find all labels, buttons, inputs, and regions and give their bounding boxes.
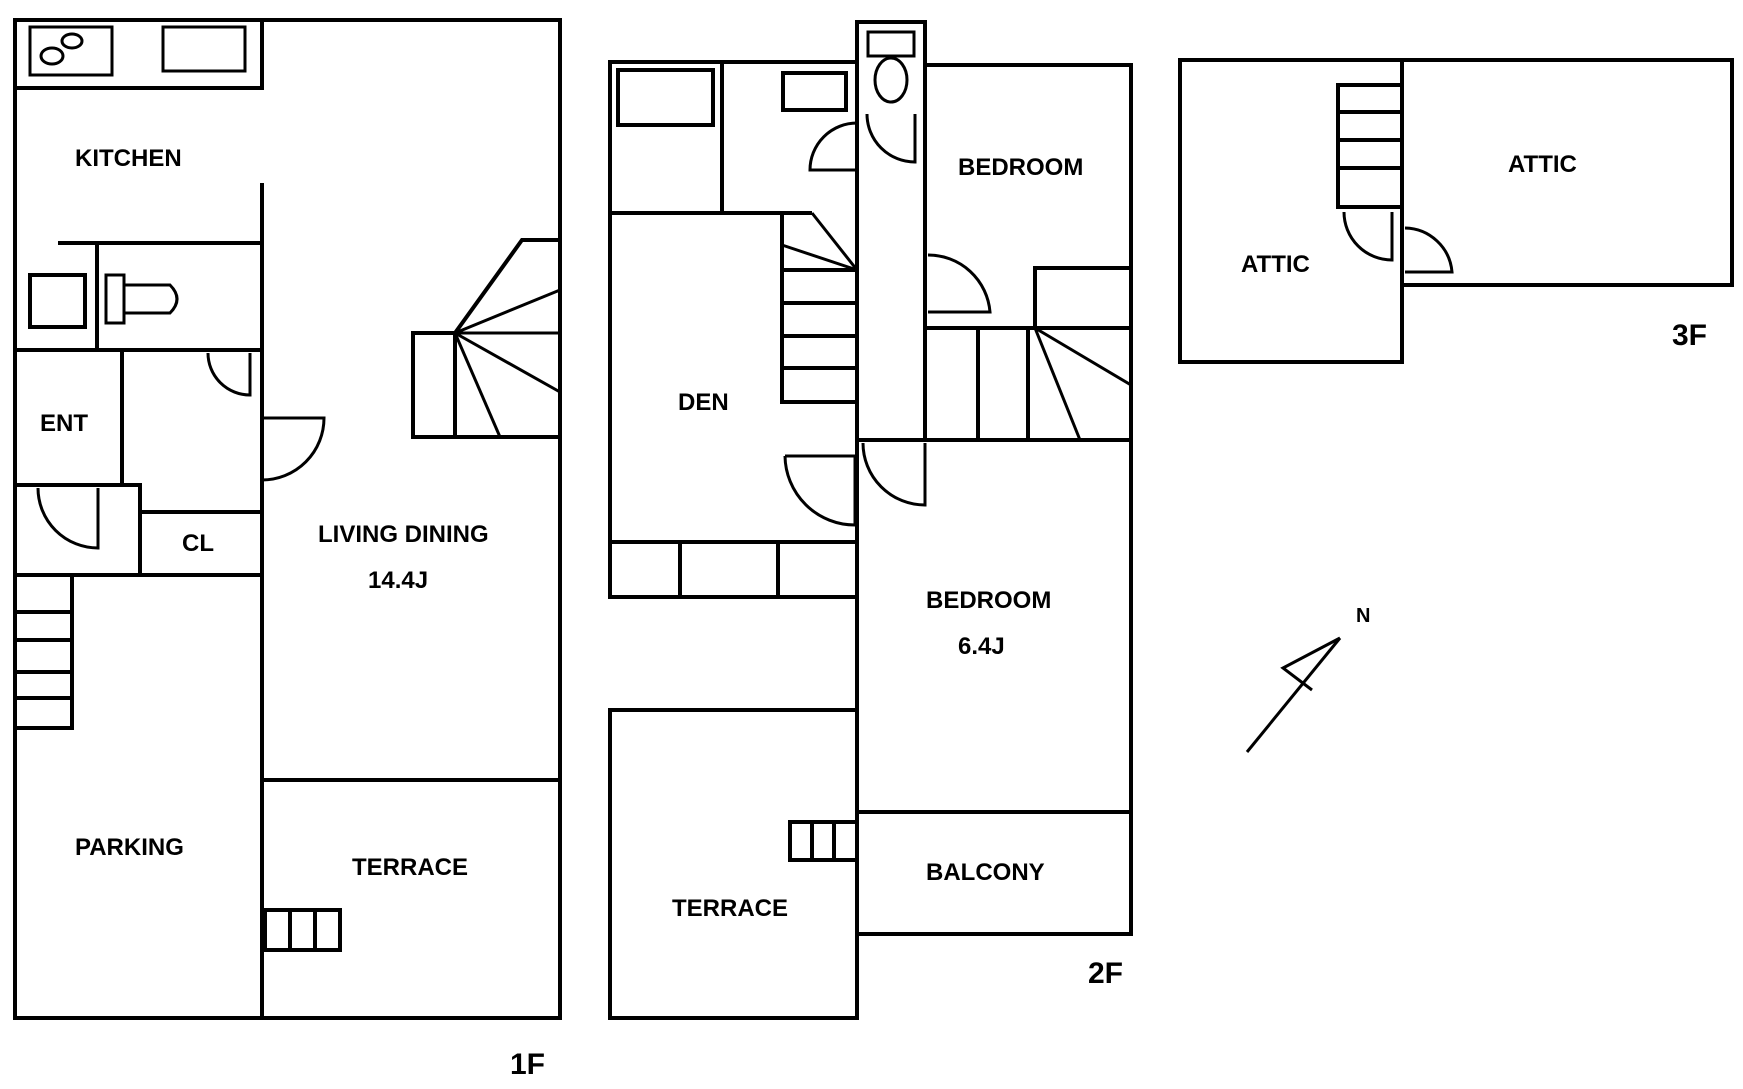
toilet-tank-icon [866,30,916,58]
washbasin-icon [781,71,848,112]
room-label-terrace-1f: TERRACE [352,854,468,881]
room-label-balcony: BALCONY [926,859,1045,886]
room-label-parking: PARKING [75,834,184,861]
washbasin-icon [28,273,87,329]
stove-icon [28,25,114,77]
stairs-icon [411,238,562,439]
bathtub-icon [616,68,715,127]
door-swing-icon [808,121,858,172]
closet [1033,266,1133,330]
door-swing-icon [927,253,992,314]
2f-toilet-corridor [855,20,927,442]
door-swing-icon [36,487,100,550]
floor-2f: BEDROOM DEN BEDROOM 6.4J BALCONY TERRACE… [608,20,1133,1020]
door-swing-icon [783,454,857,527]
north-arrow-icon: N [1245,605,1370,753]
stairs-icon [923,326,1133,442]
floor-1f: KITCHEN ENT CL LIVING DINING 14.4J PARKI… [13,18,562,1081]
door-swing-icon [261,416,326,482]
toilet-icon [124,283,179,315]
room-label-ent: ENT [40,410,88,437]
stairs-icon [13,573,74,730]
door-swing-icon [1342,211,1394,262]
room-size-living: 14.4J [368,567,428,594]
floor-label-3f: 3F [1672,319,1707,352]
stairs-icon [780,211,859,404]
toilet-icon [873,56,909,104]
door-swing-icon [1404,226,1454,274]
room-label-attic-right: ATTIC [1508,151,1577,178]
compass-label: N [1356,605,1370,627]
1f-outer-wall [13,18,562,1020]
floor-label-1f: 1F [510,1048,545,1081]
floor-3f: ATTIC ATTIC 3F [1178,58,1734,364]
room-label-den: DEN [678,389,729,416]
room-label-cl: CL [182,530,214,557]
room-size-bedroom-south: 6.4J [958,633,1005,660]
floor-label-2f: 2F [1088,957,1123,990]
2f-terrace-wall [608,708,859,1020]
2f-bedroom-south-wall [855,438,1133,814]
3f-attic-left-wall [1178,58,1404,364]
room-label-bedroom-north: BEDROOM [958,154,1083,181]
stairs-icon [263,908,342,952]
stairs-icon [788,820,859,862]
door-swing-icon [206,352,252,397]
toilet-tank-icon [104,273,126,325]
door-swing-icon [865,113,917,164]
door-swing-icon [861,442,927,507]
stairs-icon [1336,83,1404,209]
room-label-attic-left: ATTIC [1241,251,1310,278]
room-label-living-dining: LIVING DINING [318,521,489,548]
sink-icon [161,25,247,73]
room-label-terrace-2f: TERRACE [672,895,788,922]
room-label-kitchen: KITCHEN [75,145,182,172]
room-label-bedroom-south: BEDROOM [926,587,1051,614]
